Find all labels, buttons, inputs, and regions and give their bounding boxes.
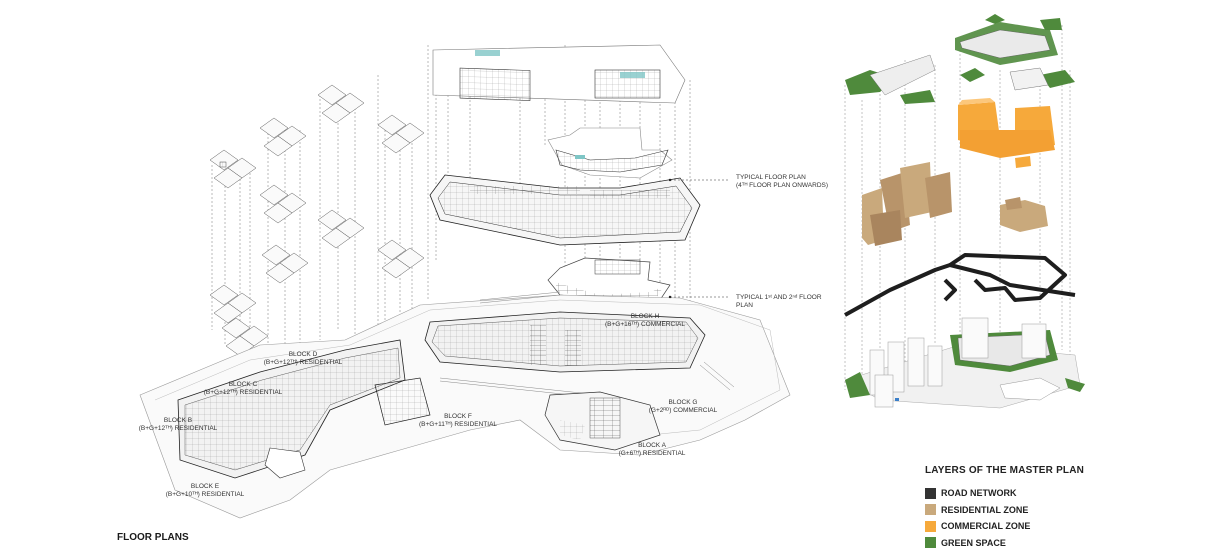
legend-item-residential-zone: RESIDENTIAL ZONE [925, 502, 1084, 519]
label-block-b: BLOCK B(B+G+12ᵀᴴ) RESIDENTIAL [139, 417, 218, 432]
swatch-road-network [925, 488, 936, 499]
legend: LAYERS OF THE MASTER PLAN ROAD NETWORK R… [925, 465, 1084, 551]
roof-plan [433, 45, 685, 103]
legend-title: LAYERS OF THE MASTER PLAN [925, 465, 1084, 476]
label-block-g: BLOCK G(G+2ᴿᴰ) COMMERCIAL [649, 399, 718, 414]
label-block-c: BLOCK C(B+G+12ᵀᴴ) RESIDENTIAL [204, 381, 283, 396]
label-block-f: BLOCK F(B+G+11ᵀᴴ) RESIDENTIAL [419, 413, 497, 428]
swatch-green-space [925, 537, 936, 548]
legend-item-commercial-zone: COMMERCIAL ZONE [925, 518, 1084, 535]
label-block-a: BLOCK A(G+6ᵀᴴ) RESIDENTIAL [619, 442, 686, 457]
label-typical-floor: TYPICAL FLOOR PLAN(4ᵀᴴ FLOOR PLAN ONWARD… [736, 174, 828, 189]
swatch-commercial-zone [925, 521, 936, 532]
base-massing-layer [845, 318, 1085, 408]
block-a-typical-floor [548, 128, 672, 178]
residential-zone-layer [862, 162, 1048, 246]
commercial-zone-layer [958, 98, 1055, 168]
block-a-lower-floor [548, 258, 670, 300]
floor-plans-title: FLOOR PLANS [117, 532, 189, 543]
legend-item-green-space: GREEN SPACE [925, 535, 1084, 551]
swatch-residential-zone [925, 504, 936, 515]
residential-typical-floors [210, 85, 424, 356]
label-block-d: BLOCK D(B+G+12ᵀᴴ) RESIDENTIAL [264, 351, 343, 366]
legend-item-road-network: ROAD NETWORK [925, 485, 1084, 502]
label-block-h: BLOCK H(B+G+16ᵀᴴ) COMMERCIAL [605, 313, 685, 328]
label-block-e: BLOCK E(B+G+10ᵀᴴ) RESIDENTIAL [166, 483, 245, 498]
